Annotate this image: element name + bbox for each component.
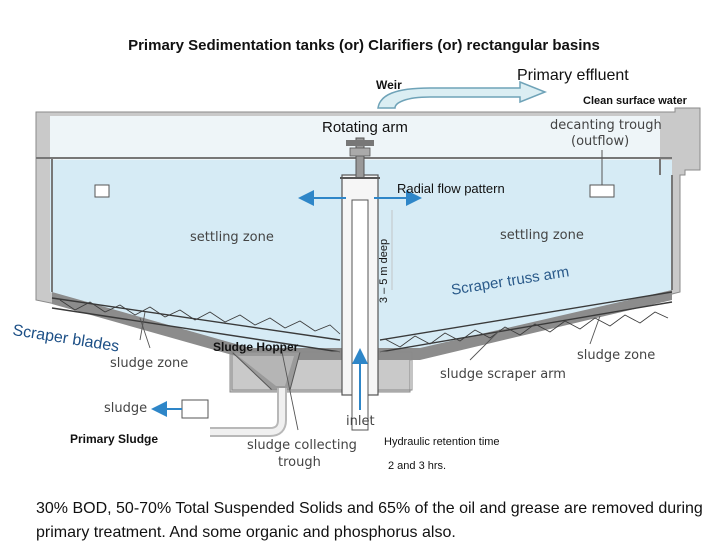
leader-lines <box>139 311 601 431</box>
hrt-value: 2 and 3 hrs. <box>388 460 447 472</box>
sludge-zone-left-label: sludge zone <box>110 356 189 371</box>
radial-flow-label: Radial flow pattern <box>397 181 505 196</box>
sludge-valve <box>181 399 209 419</box>
page-title: Primary Sedimentation tanks (or) Clarifi… <box>128 37 600 54</box>
settling-zone-right-label: settling zone <box>500 228 584 243</box>
primary-effluent-label: Primary effluent <box>517 67 629 84</box>
trough-label: trough <box>278 455 321 470</box>
primary-sludge-label: Primary Sludge <box>70 432 159 446</box>
trough-left <box>94 184 110 198</box>
weir-label: Weir <box>376 78 402 92</box>
inlet-pipe <box>351 199 369 431</box>
effluent-flow-arrow <box>377 80 548 109</box>
sludge-label: sludge <box>104 401 148 416</box>
clean-surface-water-label: Clean surface water <box>583 95 687 107</box>
settling-zone-left-label: settling zone <box>190 230 274 245</box>
sludge-collecting-label: sludge collecting <box>247 438 357 453</box>
truss-diagonals <box>59 299 669 348</box>
depth-label: 3 – 5 m deep <box>378 238 391 304</box>
caption: 30% BOD, 50-70% Total Suspended Solids a… <box>36 500 703 541</box>
hrt-label: Hydraulic retention time <box>384 436 500 448</box>
trough-right <box>589 184 615 198</box>
inlet-label: inlet <box>346 414 375 429</box>
outflow-label: (outflow) <box>571 134 630 149</box>
sludge-hopper-label: Sludge Hopper <box>213 340 299 354</box>
decanting-trough-label: decanting trough <box>550 118 662 133</box>
sludge-scraper-arm-label: sludge scraper arm <box>440 367 566 382</box>
drive-head <box>346 140 374 146</box>
sludge-zone-right-label: sludge zone <box>577 348 656 363</box>
rotating-arm-label: Rotating arm <box>322 119 408 136</box>
sludge-floor <box>52 290 672 360</box>
